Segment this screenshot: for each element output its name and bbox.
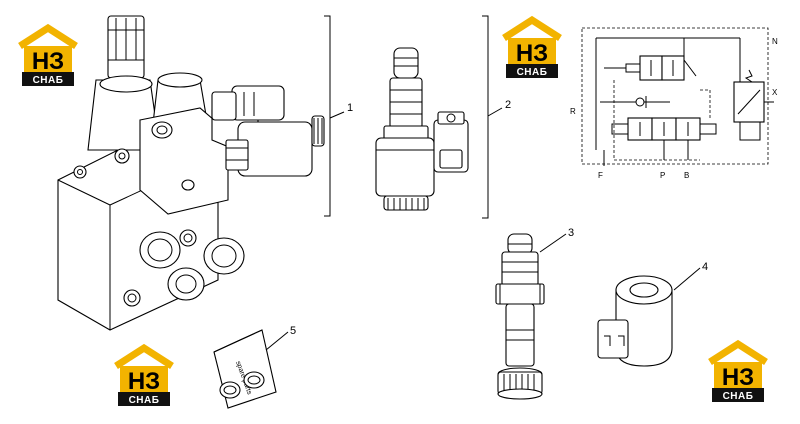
logo-text: СНАБ (517, 67, 548, 78)
cartridge-valve-with-coil (375, 47, 469, 211)
logo-top-center: НЗ СНАБ (504, 20, 560, 78)
logo-letters: НЗ (516, 40, 548, 67)
logo-text: СНАБ (33, 75, 64, 86)
logo-letters: НЗ (722, 364, 754, 391)
hydraulic-schematic: N X R F P B (570, 27, 778, 180)
logo-letters: НЗ (128, 368, 160, 395)
callout-1: 1 (347, 102, 353, 114)
cartridge-valve (495, 233, 545, 400)
callout-2: 2 (505, 99, 511, 111)
logo-top-left: НЗ СНАБ (20, 28, 76, 86)
solenoid-coil (597, 275, 673, 367)
logo-letters: НЗ (32, 48, 64, 75)
callout-3: 3 (568, 227, 574, 239)
logo-text: СНАБ (723, 391, 754, 402)
bracket-1 (324, 15, 331, 217)
port-p: P (660, 171, 665, 180)
valve-block-assembly (57, 15, 325, 331)
logo-bottom-left: НЗ СНАБ (116, 348, 172, 406)
logo-bottom-right: НЗ СНАБ (710, 344, 766, 402)
port-f: F (598, 171, 603, 180)
port-x: X (772, 88, 778, 97)
seal-kit: spare parts (213, 329, 277, 409)
port-b: B (684, 171, 689, 180)
port-r: R (570, 107, 576, 116)
callout-4: 4 (702, 261, 708, 273)
logo-text: СНАБ (129, 395, 160, 406)
port-n: N (772, 37, 778, 46)
bracket-2 (482, 15, 489, 219)
callout-5: 5 (290, 325, 296, 337)
